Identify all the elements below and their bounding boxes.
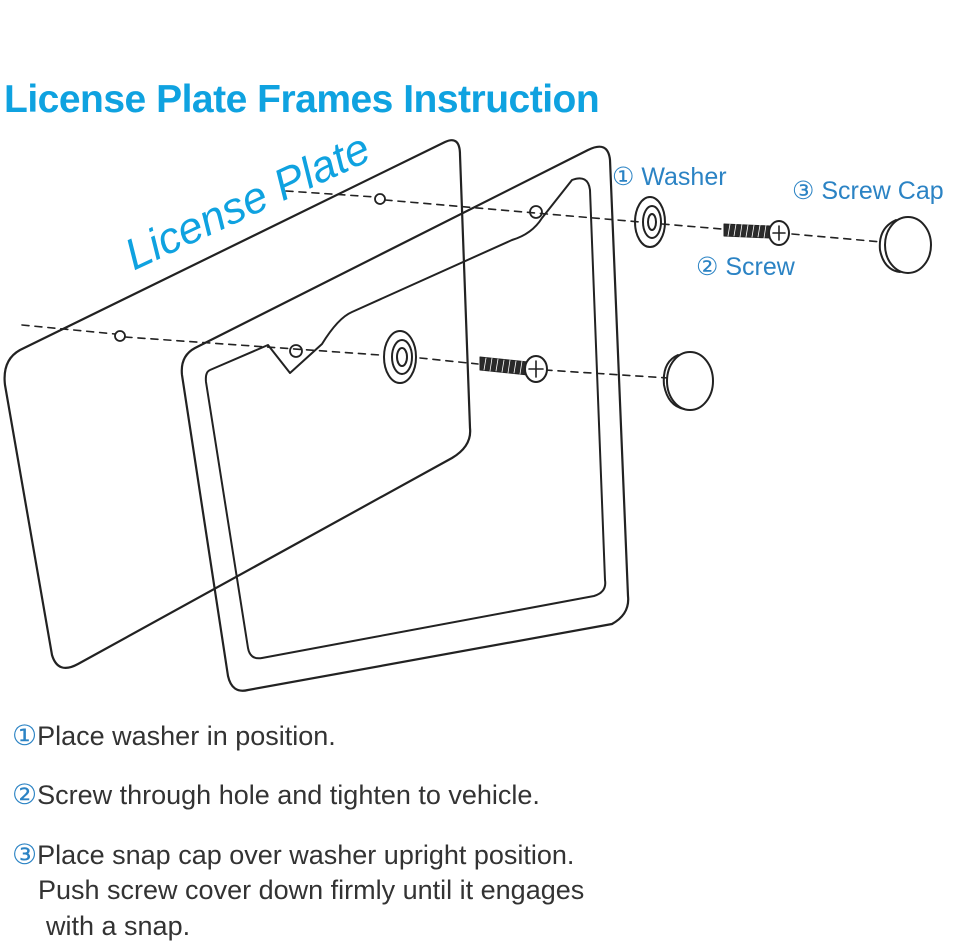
- step-3-line-2: Push screw cover down firmly until it en…: [38, 875, 585, 905]
- frame-hole-bottom: [289, 344, 303, 358]
- step-text: Place snap cap over washer upright posit…: [37, 840, 575, 870]
- frame-inner-outline: [204, 177, 607, 660]
- frame-outer-outline: [180, 145, 630, 692]
- screw-icon: [479, 355, 548, 383]
- screw-cap-label: ③ Screw Cap: [792, 177, 944, 205]
- step-number: ①: [12, 720, 38, 751]
- page-title: License Plate Frames Instruction: [4, 78, 600, 121]
- washer-icon: [634, 196, 666, 248]
- screw-cap-icon: [662, 351, 714, 411]
- step-text: Screw through hole and tighten to vehicl…: [37, 780, 540, 810]
- step-3: ③Place snap cap over washer upright posi…: [12, 841, 574, 869]
- step-2: ②Screw through hole and tighten to vehic…: [12, 781, 540, 809]
- alignment-lines: [21, 190, 883, 379]
- step-1: ①Place washer in position.: [12, 722, 336, 750]
- step-number: ③: [12, 839, 38, 870]
- screw-icon: [723, 220, 790, 246]
- step-text: Place washer in position.: [37, 721, 336, 751]
- plate-hole-bottom: [114, 330, 126, 342]
- washer-icon: [383, 330, 417, 384]
- screw-label: ② Screw: [696, 253, 795, 281]
- screw-cap-icon: [878, 216, 932, 274]
- license-plate-outline: [3, 139, 472, 669]
- step-number: ②: [12, 779, 38, 810]
- step-3-line-3: with a snap.: [46, 911, 191, 941]
- washer-label: ① Washer: [612, 163, 727, 191]
- plate-hole-top: [374, 193, 386, 205]
